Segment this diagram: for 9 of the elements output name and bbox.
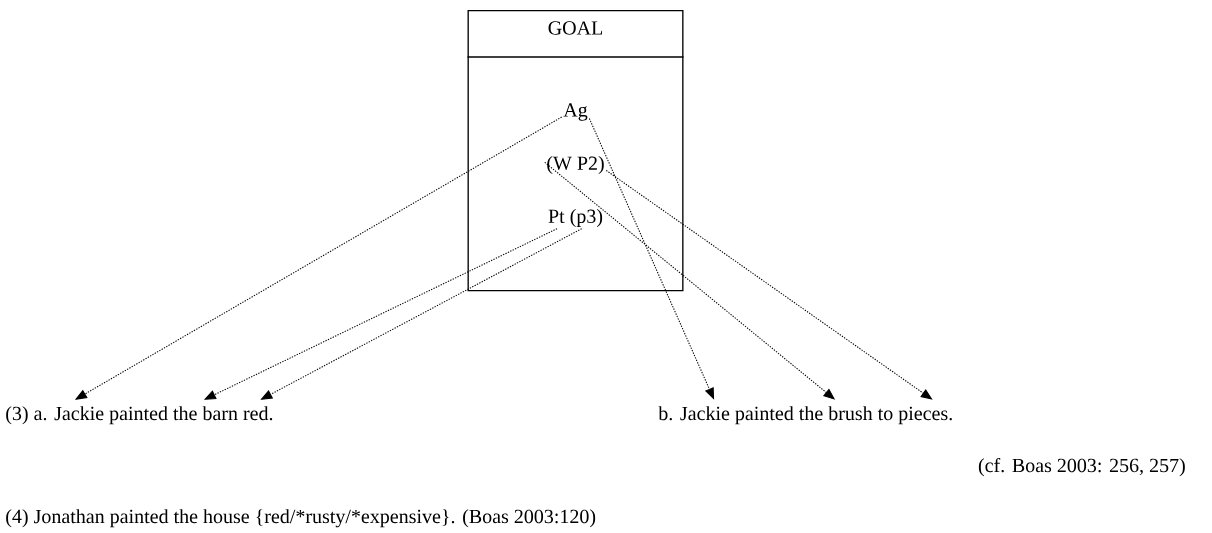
example-sentence: (3) a. Jackie painted the barn red. (6, 406, 273, 425)
role-label: Ag (563, 103, 588, 121)
role-label: (W P2) (547, 155, 604, 175)
arrow (605, 169, 933, 400)
citation-text: (cf. Boas 2003: 256, 257) (978, 457, 1185, 477)
example-sentence: b. Jackie painted the brush to pieces. (658, 406, 952, 425)
arrow (588, 117, 715, 400)
role-label: Pt (p3) (548, 208, 603, 228)
citation-text: (4) Jonathan painted the house {red/*rusty/*expensive}. (Boas 2003:120) (6, 509, 596, 528)
